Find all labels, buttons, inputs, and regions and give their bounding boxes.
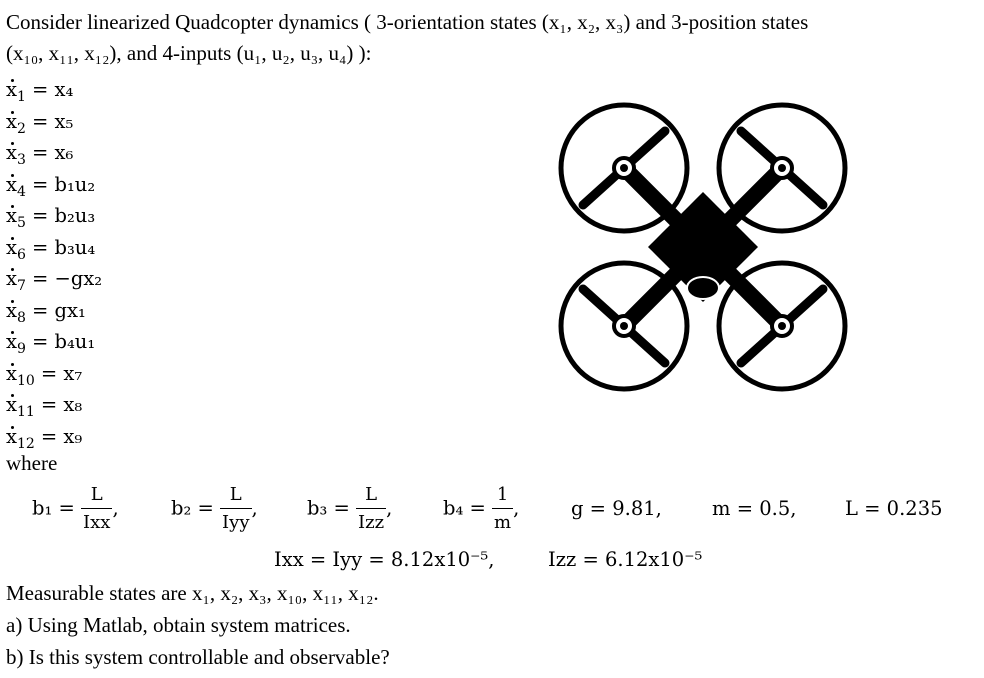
equation-line: x3 = x₆ xyxy=(6,141,73,172)
propeller-top-left xyxy=(578,126,670,210)
param-b2: b₂ = L Iyy , xyxy=(171,483,258,535)
equation-lhs-subscript: 2 xyxy=(17,120,26,137)
intro-line-2: (x₁₀, x₁₁, x₁₂), and 4-inputs (u₁, u₂, u… xyxy=(6,41,372,65)
equation-lhs-subscript: 3 xyxy=(17,151,26,168)
equation-lhs-subscript: 5 xyxy=(17,214,26,231)
equation-lhs-subscript: 9 xyxy=(17,340,26,357)
equation-rhs: = gx₁ xyxy=(31,298,86,322)
equation-lhs: x xyxy=(6,109,17,133)
param-m: m = 0.5, xyxy=(712,497,797,520)
quadcopter-icon xyxy=(558,102,848,392)
equation-rhs: = b₁u₂ xyxy=(31,172,96,196)
equation-lhs: x xyxy=(6,424,17,448)
b4-lhs: b₄ = xyxy=(443,496,486,520)
b1-fraction: L Ixx xyxy=(81,483,113,535)
b2-sep: , xyxy=(251,496,258,520)
equation-rhs: = −gx₂ xyxy=(31,267,103,290)
equation-line: x7 = −gx₂ xyxy=(6,267,102,298)
equation-line: x9 = b₄u₁ xyxy=(6,330,95,361)
b4-sep: , xyxy=(513,496,520,520)
param-b4: b₄ = 1 m , xyxy=(443,483,519,535)
equation-lhs-subscript: 10 xyxy=(17,372,35,389)
equation-lhs-subscript: 11 xyxy=(17,403,35,420)
drone-body xyxy=(648,192,758,302)
param-b3: b₃ = L Izz , xyxy=(307,483,392,535)
equation-lhs: x xyxy=(6,141,17,164)
param-g: g = 9.81, xyxy=(571,497,662,520)
equation-lhs-subscript: 8 xyxy=(17,309,26,326)
equation-lhs-subscript: 6 xyxy=(17,246,26,263)
equation-rhs: = x₅ xyxy=(31,109,74,133)
b3-numerator: L xyxy=(356,483,387,509)
equation-line: x4 = b₁u₂ xyxy=(6,173,95,204)
rotor-ring-top-left xyxy=(558,102,690,234)
b1-lhs: b₁ = xyxy=(32,496,75,520)
equation-line: x6 = b₃u₄ xyxy=(6,236,95,267)
param-b1: b₁ = L Ixx , xyxy=(32,483,119,535)
equation-lhs: x xyxy=(6,235,17,259)
equation-lhs: x xyxy=(6,330,17,353)
equation-line: x11 = x₈ xyxy=(6,393,82,424)
equation-lhs: x xyxy=(6,172,17,196)
b1-denominator: Ixx xyxy=(83,512,111,533)
equation-rhs: = x₉ xyxy=(40,424,83,448)
equation-rhs: = x₇ xyxy=(40,361,83,385)
equation-lhs: x xyxy=(6,78,17,101)
measurable-states: Measurable states are x₁, x₂, x₃, x₁₀, x… xyxy=(6,581,379,605)
where-label: where xyxy=(6,451,58,475)
question-b: b) Is this system controllable and obser… xyxy=(6,645,390,669)
equation-rhs: = b₄u₁ xyxy=(31,330,96,353)
b2-numerator: L xyxy=(220,483,252,509)
equation-line: x5 = b₂u₃ xyxy=(6,204,95,235)
equation-rhs: = x₈ xyxy=(40,393,83,416)
b2-denominator: Iyy xyxy=(222,512,250,533)
equation-lhs: x xyxy=(6,361,17,385)
equation-lhs-subscript: 1 xyxy=(17,88,26,105)
equation-line: x8 = gx₁ xyxy=(6,299,86,330)
equation-rhs: = b₂u₃ xyxy=(31,204,96,227)
b3-sep: , xyxy=(386,496,393,520)
equation-lhs: x xyxy=(6,267,17,290)
b2-lhs: b₂ = xyxy=(171,496,214,520)
rotor-ring-bottom-right xyxy=(716,260,848,392)
b4-fraction: 1 m xyxy=(492,483,514,535)
equation-lhs: x xyxy=(6,393,17,416)
param-L: L = 0.235 xyxy=(845,497,943,520)
equation-line: x1 = x₄ xyxy=(6,78,73,109)
b4-denominator: m xyxy=(494,512,512,533)
inertia-ixx-iyy: Ixx = Iyy = 8.12x10⁻⁵, xyxy=(274,548,495,571)
propeller-bottom-left xyxy=(578,284,670,368)
equation-rhs: = b₃u₄ xyxy=(31,235,96,259)
propeller-bottom-right xyxy=(736,284,828,368)
equation-line: x12 = x₉ xyxy=(6,425,82,456)
equation-lhs-subscript: 7 xyxy=(17,277,26,294)
rotor-ring-top-right xyxy=(716,102,848,234)
equation-rhs: = x₄ xyxy=(31,78,74,101)
equation-lhs: x xyxy=(6,298,17,322)
b3-lhs: b₃ = xyxy=(307,496,350,520)
b1-sep: , xyxy=(112,496,119,520)
equation-line: x2 = x₅ xyxy=(6,110,73,141)
b2-fraction: L Iyy xyxy=(220,483,252,535)
equation-lhs-subscript: 12 xyxy=(17,435,35,452)
intro-line-1: Consider linearized Quadcopter dynamics … xyxy=(6,10,809,34)
b1-numerator: L xyxy=(81,483,113,509)
question-a: a) Using Matlab, obtain system matrices. xyxy=(6,613,351,637)
propeller-top-right xyxy=(736,126,828,210)
b4-numerator: 1 xyxy=(492,483,514,509)
equation-line: x10 = x₇ xyxy=(6,362,82,393)
equation-rhs: = x₆ xyxy=(31,141,74,164)
equation-lhs: x xyxy=(6,204,17,227)
rotor-ring-bottom-left xyxy=(558,260,690,392)
inertia-izz: Izz = 6.12x10⁻⁵ xyxy=(548,548,703,571)
equation-lhs-subscript: 4 xyxy=(17,183,26,200)
b3-denominator: Izz xyxy=(358,512,385,533)
b3-fraction: L Izz xyxy=(356,483,387,535)
